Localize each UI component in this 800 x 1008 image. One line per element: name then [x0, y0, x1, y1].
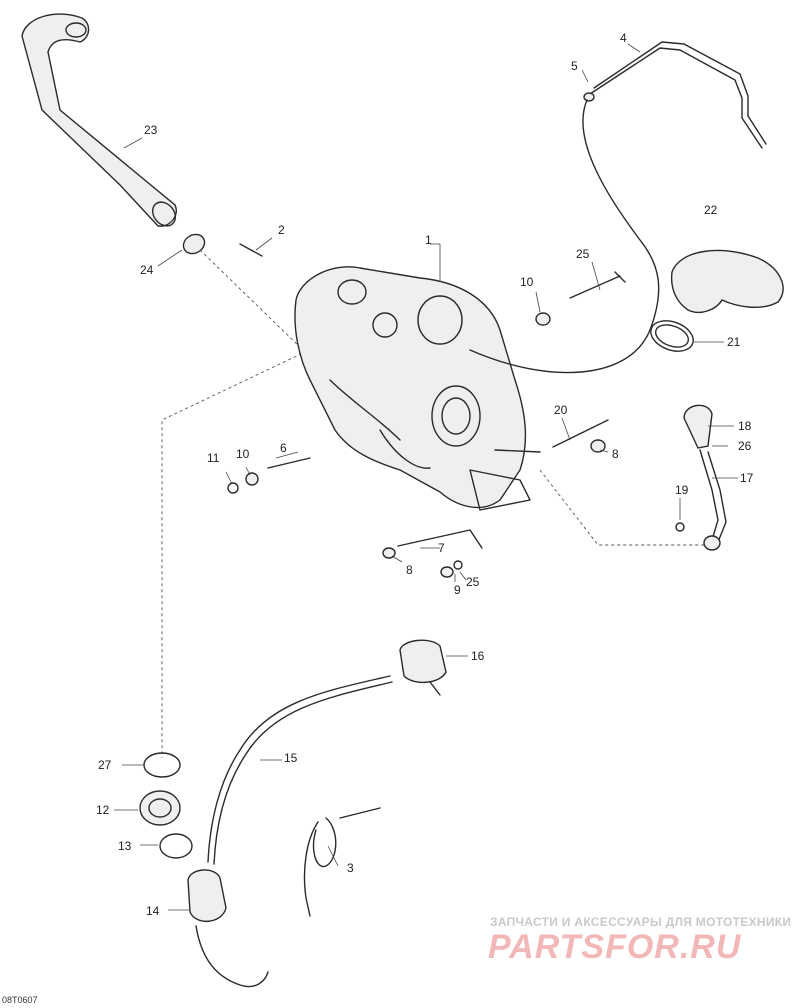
callout-12: 12	[96, 803, 110, 817]
nut-part-9	[440, 560, 463, 578]
callout-25-upper: 25	[576, 247, 590, 261]
routing-line-right	[539, 469, 710, 546]
watermark-logo: PARTSFOR.RU	[488, 928, 742, 966]
callout-27: 27	[98, 758, 112, 772]
callout-5: 5	[571, 59, 578, 73]
boot-part-22	[670, 249, 784, 314]
clamp-part-24	[182, 233, 206, 255]
callout-3: 3	[347, 861, 354, 875]
nut-part-8-upper	[590, 439, 606, 453]
drawing-code: 08T0607	[2, 995, 38, 1005]
nut-part-10-lower	[245, 472, 259, 486]
cable-part-4	[589, 41, 767, 149]
callout-8-right: 8	[612, 447, 619, 461]
callout-14: 14	[146, 904, 160, 918]
leader-lines	[114, 43, 738, 911]
callout-7: 7	[438, 541, 445, 555]
clamp-part-21	[650, 320, 694, 352]
shaft-part-6	[267, 457, 311, 469]
callout-4: 4	[620, 31, 627, 45]
rod-part-7	[397, 529, 483, 549]
throttle-cable	[469, 99, 660, 374]
screw-part-2	[239, 243, 263, 257]
callout-26: 26	[738, 439, 752, 453]
callout-23: 23	[144, 123, 158, 137]
nut-part-8-lower	[382, 547, 396, 559]
pin-part-19	[675, 522, 685, 532]
callout-21: 21	[727, 335, 741, 349]
callout-20: 20	[554, 403, 568, 417]
sensor-part-14	[187, 869, 269, 988]
callout-24: 24	[140, 263, 154, 277]
callout-labels: 1 2 3 4 5 6 7 8 8 9 10 10 11 12 13 14 15…	[96, 31, 754, 918]
callout-16: 16	[471, 649, 485, 663]
callout-18: 18	[738, 419, 752, 433]
callout-19: 19	[675, 483, 689, 497]
callout-1: 1	[425, 233, 432, 247]
throttle-body-part	[294, 266, 541, 511]
lever-handle-part-17	[683, 404, 727, 551]
callout-15: 15	[284, 751, 298, 765]
intake-tube-part	[21, 13, 177, 227]
connector-part-12	[139, 790, 181, 826]
callout-13: 13	[118, 839, 132, 853]
nut-part-10-upper	[535, 312, 551, 326]
callout-2: 2	[278, 223, 285, 237]
callout-10-upper: 10	[520, 275, 534, 289]
wire-harness-part-15	[207, 675, 393, 865]
washer-part-11	[227, 482, 239, 494]
callout-9: 9	[454, 583, 461, 597]
callout-10-lower: 10	[236, 447, 250, 461]
bolt-part-20	[552, 419, 609, 448]
callout-11: 11	[207, 451, 220, 465]
bracket-part-3	[303, 807, 381, 917]
callout-8-lower: 8	[406, 563, 413, 577]
callout-22: 22	[704, 203, 718, 217]
switch-part-16	[399, 639, 447, 696]
routing-line-left	[161, 249, 306, 758]
callout-6: 6	[280, 441, 287, 455]
bolt-part-25-upper	[569, 271, 626, 299]
watermark-tagline: ЗАПЧАСТИ И АКСЕССУАРЫ ДЛЯ МОТОТЕХНИКИ	[490, 915, 792, 929]
callout-17: 17	[740, 471, 754, 485]
clip-part-5	[583, 92, 595, 102]
clamp-part-27	[143, 752, 181, 778]
ring-part-13	[159, 833, 193, 859]
callout-25-lower: 25	[466, 575, 480, 589]
